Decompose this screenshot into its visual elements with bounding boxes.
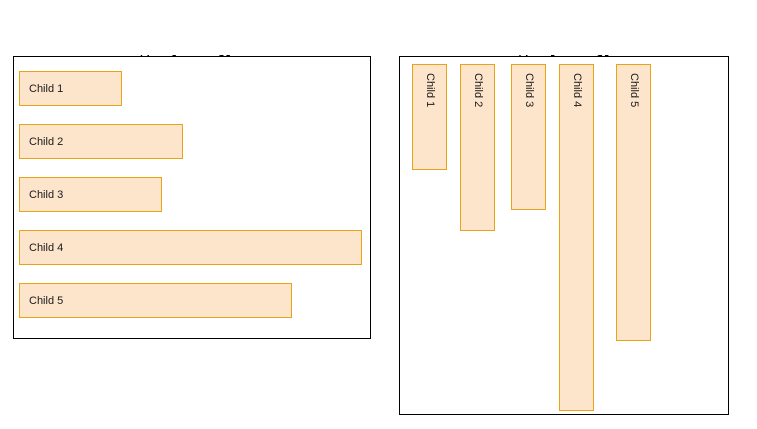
- row-child-3-label: Child 3: [522, 73, 535, 108]
- column-child-4: Child 4: [19, 230, 362, 265]
- row-child-1: Child 1: [412, 64, 447, 170]
- column-child-4-label: Child 4: [29, 241, 64, 254]
- row-child-2-label: Child 2: [471, 73, 484, 108]
- flex-container-row: Child 1 Child 2 Child 3 Child 4 Child 5: [399, 56, 729, 415]
- column-child-2-label: Child 2: [29, 135, 64, 148]
- row-child-3: Child 3: [511, 64, 546, 210]
- row-child-5: Child 5: [616, 64, 651, 341]
- column-child-3: Child 3: [19, 177, 162, 212]
- flex-container-column: Child 1 Child 2 Child 3 Child 4 Child 5: [13, 56, 371, 339]
- row-child-1-label: Child 1: [423, 73, 436, 108]
- column-child-2: Child 2: [19, 124, 183, 159]
- panel-flex-row: display: flex flex-direction: row Child …: [386, 0, 757, 415]
- column-child-3-label: Child 3: [29, 188, 64, 201]
- row-child-4-label: Child 4: [570, 73, 583, 108]
- row-child-5-label: Child 5: [627, 73, 640, 108]
- row-child-2: Child 2: [460, 64, 495, 231]
- column-child-5-label: Child 5: [29, 294, 64, 307]
- panel-flex-column: display: flex flex-direction: column Chi…: [0, 0, 386, 339]
- column-child-1: Child 1: [19, 71, 122, 106]
- column-child-5: Child 5: [19, 283, 292, 318]
- column-child-1-label: Child 1: [29, 82, 64, 95]
- row-child-4: Child 4: [559, 64, 594, 411]
